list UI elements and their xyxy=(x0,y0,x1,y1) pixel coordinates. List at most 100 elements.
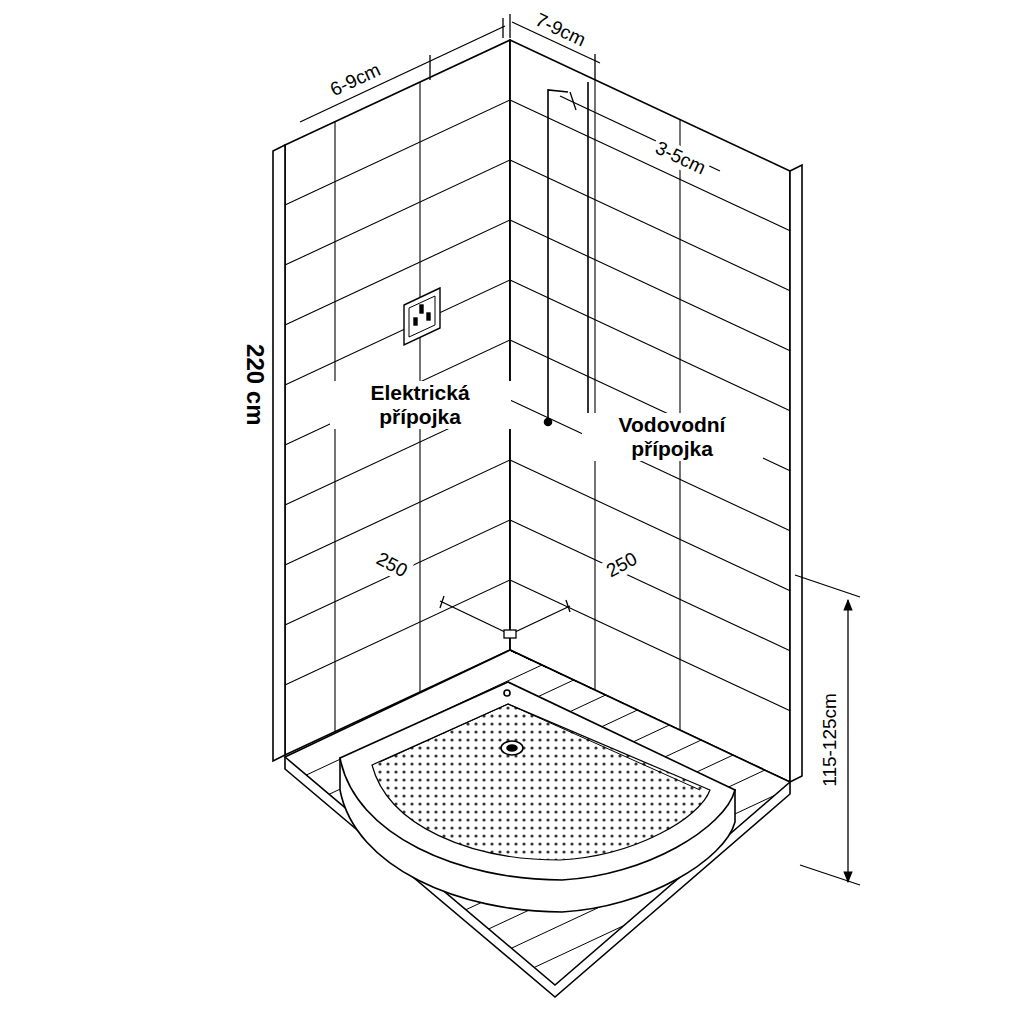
dimension-label: 7-9cm xyxy=(529,8,592,53)
socket-pin xyxy=(420,305,423,313)
floor-surface xyxy=(285,650,790,985)
extension-line xyxy=(795,575,860,597)
floor-joint xyxy=(358,579,1024,1024)
floor-joint xyxy=(0,385,1024,945)
floor xyxy=(0,220,1024,1024)
dimension-tick xyxy=(509,14,510,38)
dimension-tick xyxy=(566,600,570,612)
water-pipes xyxy=(545,82,592,448)
dimension-label: 115-125cm xyxy=(819,690,841,790)
floor-joint xyxy=(166,489,1024,1024)
dimension-label: 3-5cm xyxy=(649,136,712,181)
tile-joint xyxy=(285,460,510,565)
floor-joint xyxy=(230,519,1024,1024)
tray-basin xyxy=(372,704,710,860)
floor-joint xyxy=(262,534,1024,1024)
socket-pin xyxy=(427,313,430,320)
tile-joint xyxy=(594,80,595,690)
floor-joint xyxy=(38,430,1024,990)
dimension-tick xyxy=(429,55,430,80)
dimension-tick xyxy=(440,596,444,608)
connection-label: Vodovodní přípojka xyxy=(582,413,763,461)
tile-joint xyxy=(285,160,510,265)
tile-joint xyxy=(510,220,790,351)
floor-joint xyxy=(198,504,1024,1024)
leader-line xyxy=(515,606,570,632)
wall-corner xyxy=(509,40,510,650)
floor-joint xyxy=(70,445,1024,1005)
floor-joint xyxy=(134,474,1024,1024)
tile-joint xyxy=(510,460,790,591)
right-wall-edge xyxy=(790,165,802,782)
tray-corner-hole xyxy=(504,690,510,696)
tile-joint xyxy=(285,340,510,445)
dimension-lines xyxy=(300,14,860,885)
floor-joint xyxy=(0,355,1024,915)
floor-joint xyxy=(0,355,1024,915)
floor-joint xyxy=(294,549,1024,1024)
tile-joint xyxy=(510,340,790,471)
extension-line xyxy=(800,865,860,885)
tile-joint xyxy=(285,520,510,625)
floor-joint xyxy=(0,220,790,780)
floor-joint xyxy=(0,400,1024,960)
tray-drain-inner xyxy=(507,745,517,751)
dimension-label: 250 xyxy=(600,547,644,584)
floor-joint xyxy=(0,370,1024,930)
left-wall xyxy=(285,40,510,755)
floor-joint xyxy=(230,519,1024,1024)
tile-joint xyxy=(285,100,510,205)
floor-joint xyxy=(326,564,1024,1024)
pipe-end xyxy=(545,419,552,426)
pipe xyxy=(587,82,589,444)
tile-joint xyxy=(510,400,790,531)
floor-joint xyxy=(0,310,982,870)
floor-joint xyxy=(0,400,1024,960)
shower-tray xyxy=(340,682,735,912)
electric-socket xyxy=(404,288,440,345)
floor-joint xyxy=(0,325,1014,885)
floor-joint xyxy=(0,370,1024,930)
socket-pin xyxy=(414,318,417,325)
dimension-label: 6-9cm xyxy=(324,58,387,103)
floor-joint xyxy=(6,415,1024,975)
wall-tiles xyxy=(285,40,790,732)
dimension-tick xyxy=(594,54,595,80)
floor-joint xyxy=(0,235,822,795)
tile-joint xyxy=(510,280,790,411)
floor-joint xyxy=(0,340,1024,900)
dimension-tick xyxy=(502,18,503,38)
tray-basin-wall xyxy=(380,704,700,790)
floor-joint xyxy=(6,415,1024,975)
floor-joint xyxy=(102,459,1024,1019)
tray-drain xyxy=(501,741,523,755)
floor-joint xyxy=(262,534,1024,1024)
floor-joint xyxy=(0,340,1024,900)
tile-joint xyxy=(510,100,790,231)
pipe xyxy=(548,90,568,422)
floor-joint xyxy=(70,445,1024,1005)
dimension-line xyxy=(847,600,848,882)
floor-joint xyxy=(294,549,1024,1024)
floor-tiles xyxy=(0,220,1024,1024)
floor-joint xyxy=(326,564,1024,1024)
floor-joint xyxy=(0,310,982,870)
floor-joint xyxy=(166,489,1024,1024)
connection-label: Elektrická přípojka xyxy=(330,381,511,429)
floor-joint xyxy=(0,325,1014,885)
socket-plate xyxy=(404,288,440,345)
dimension-label: 220 cm xyxy=(241,341,269,428)
floor-joint xyxy=(38,430,1024,990)
floor-joint xyxy=(134,474,1024,1024)
floor-joint xyxy=(102,459,1024,1019)
dimension-line xyxy=(300,26,505,122)
tile-joint xyxy=(510,160,790,291)
floor-joint xyxy=(198,504,1024,1024)
tile-joint xyxy=(285,220,510,325)
leader-line xyxy=(440,601,505,632)
floor-joint xyxy=(358,579,1024,1024)
dimension-label: 250 xyxy=(370,547,414,584)
tile-joint xyxy=(510,520,790,651)
